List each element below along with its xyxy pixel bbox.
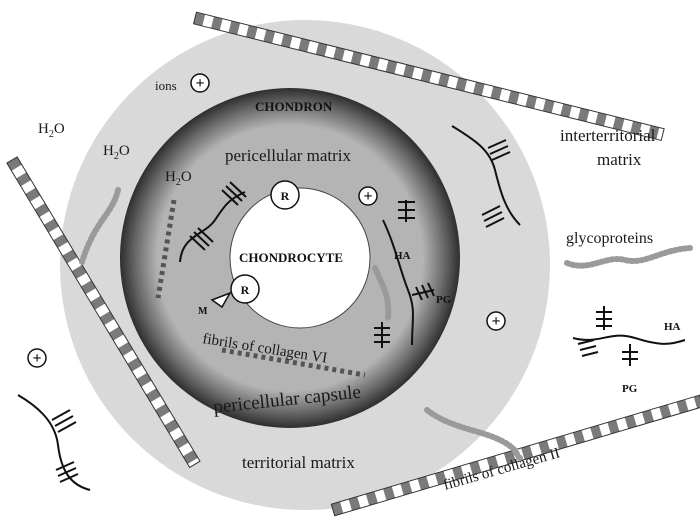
pericellular-matrix-label: pericellular matrix: [225, 146, 352, 165]
svg-text:H2O: H2O: [103, 143, 130, 162]
svg-text:R: R: [241, 283, 250, 297]
svg-text:H2O: H2O: [38, 121, 65, 140]
svg-text:+: +: [491, 313, 500, 330]
territorial-matrix-label: territorial matrix: [242, 453, 355, 472]
ha-label-inner: HA: [394, 250, 411, 262]
ion-plus-left: +: [27, 348, 47, 368]
ion-plus-inner: +: [358, 186, 378, 206]
glycoprotein-chain-bottom: [424, 407, 523, 461]
receptor-top: R: [270, 180, 300, 210]
ions-label: ions: [155, 78, 177, 93]
svg-text:+: +: [195, 75, 204, 92]
ion-plus-right: +: [486, 311, 506, 331]
chondrocyte-cell: [229, 187, 371, 329]
ion-plus-top: +: [190, 73, 210, 93]
svg-text:R: R: [281, 189, 290, 203]
water-label-middle: H2O: [103, 143, 130, 162]
glycoprotein-chain-inner: [372, 265, 392, 321]
ha-pg-aggregate-right: [572, 306, 686, 366]
glycoproteins-label: glycoproteins: [566, 230, 653, 247]
ha-pg-aggregate-top-right: [451, 125, 521, 228]
collagen-vi-fibril-horizontal: [221, 347, 366, 378]
pg-label-inner: PG: [436, 294, 452, 306]
ha-label-right: HA: [664, 321, 681, 333]
interterritorial-matrix-label-line1: interterritorial: [560, 126, 656, 145]
glycoprotein-chain-right: [564, 245, 693, 269]
svg-text:H2O: H2O: [165, 169, 192, 188]
receptor-bottom: R: [230, 274, 260, 304]
water-label-inner: H2O: [165, 169, 192, 188]
chondrocyte-label: CHONDROCYTE: [239, 250, 343, 265]
collagen-ii-fibril-top: [192, 11, 665, 142]
membrane-marker-arrow: [210, 291, 232, 309]
glycoprotein-chain-left: [79, 187, 121, 265]
pg-label-right: PG: [622, 383, 638, 395]
water-label-outer: H2O: [38, 121, 65, 140]
chondron-label: CHONDRON: [255, 99, 333, 114]
collagen-vi-fibril-vertical: [155, 199, 177, 299]
ha-pg-aggregate-bottom-left: [17, 394, 91, 491]
membrane-marker-label: M: [198, 306, 208, 317]
svg-text:+: +: [32, 350, 41, 367]
ha-pg-aggregate-inner-right: [374, 200, 435, 348]
interterritorial-matrix-label-line2: matrix: [597, 150, 642, 169]
collagen-ii-fibril-left: [6, 156, 201, 469]
svg-text:+: +: [363, 188, 372, 205]
ha-pg-aggregate-inner-left: [179, 181, 247, 263]
